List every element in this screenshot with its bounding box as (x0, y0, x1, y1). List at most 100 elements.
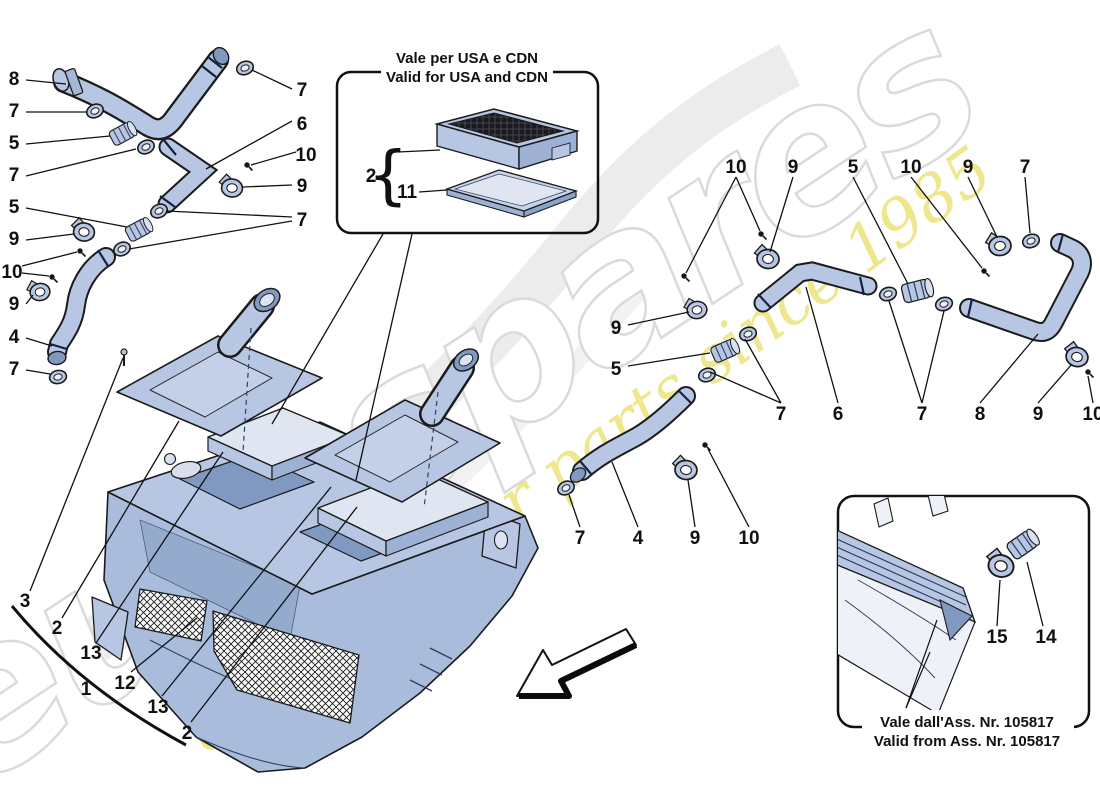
callout-9: 9 (690, 528, 701, 549)
callout-12: 12 (114, 673, 135, 694)
hose-8-right-icon (959, 233, 1092, 342)
callout-11: 11 (397, 182, 418, 203)
assembly-bracket (10, 605, 187, 747)
callout-8: 8 (975, 404, 986, 425)
callout-13: 13 (80, 643, 101, 664)
mesh-screen-main (212, 610, 360, 724)
callout-7: 7 (776, 404, 787, 425)
callout-9: 9 (297, 176, 308, 197)
callout-10: 10 (1082, 404, 1100, 425)
intake-snout-right (421, 357, 473, 425)
inset-assembly-drawing (838, 496, 977, 715)
inset-title-backing (381, 46, 553, 88)
callout-7: 7 (9, 165, 20, 186)
pin-icon (1084, 368, 1095, 379)
hose-4-middle-icon (569, 386, 696, 483)
mesh-screen-left (134, 588, 208, 642)
callout-6: 6 (833, 404, 844, 425)
callout-7: 7 (1020, 157, 1031, 178)
assembly-axis-right (423, 391, 439, 509)
screw-icon (120, 348, 128, 366)
callout-7: 7 (9, 101, 20, 122)
air-cleaner-cover-right (304, 348, 501, 509)
assembly-axis-left (242, 327, 252, 453)
callout-15: 15 (986, 627, 1008, 648)
clamp-icon (1060, 339, 1092, 370)
usa-filter-panel (444, 169, 579, 218)
pin-icon (701, 441, 712, 452)
intake-snout-left (219, 295, 273, 356)
callout-5: 5 (9, 133, 20, 154)
callout-9: 9 (9, 229, 20, 250)
sleeve-icon (123, 215, 156, 244)
inset-usa-leaders (397, 149, 448, 193)
usa-filter-housing (434, 108, 580, 170)
callout-2: 2 (52, 618, 63, 639)
pin-icon (48, 273, 59, 284)
clamp-icon (670, 453, 700, 482)
callout-10: 10 (295, 145, 316, 166)
callout-9: 9 (611, 318, 622, 339)
inset-assembly-leaders (996, 561, 1044, 627)
hose-ring-icon (233, 58, 257, 78)
callout-2: 2 (366, 166, 377, 187)
callout-5: 5 (848, 157, 859, 178)
main-airbox-assembly (91, 287, 539, 773)
housing-left-flap (91, 596, 129, 661)
callout-10: 10 (900, 157, 921, 178)
hose-ring-icon (47, 368, 69, 386)
clamp-8-icon (64, 67, 84, 97)
hose-ring-icon (877, 284, 899, 304)
air-filter-right (317, 469, 489, 557)
airbox-lower-housing (91, 491, 539, 773)
inset-usa-title-it: Vale per USA e CDN (396, 50, 538, 67)
callout-9: 9 (788, 157, 799, 178)
hose-4-left-icon (47, 247, 116, 366)
callout-7: 7 (575, 528, 586, 549)
pin-icon (980, 267, 991, 278)
callout-10: 10 (1, 262, 22, 283)
callout-10: 10 (725, 157, 746, 178)
inset-note-backing (862, 710, 1074, 748)
hose-ring-icon (933, 294, 955, 314)
air-cleaner-cover-left (116, 287, 323, 453)
callout-10: 10 (738, 528, 759, 549)
callout-labels: 8 7 5 7 5 9 10 9 4 7 7 6 10 9 7 10 9 5 1… (1, 69, 1100, 744)
callout-2: 2 (182, 723, 193, 744)
callout-9: 9 (963, 157, 974, 178)
sleeve-icon (899, 276, 936, 305)
hose-ring-icon (134, 136, 158, 158)
loose-parts-right-cluster (554, 230, 1095, 499)
pin-icon (76, 247, 87, 258)
pin-icon (243, 161, 254, 172)
callout-6: 6 (297, 114, 308, 135)
clamp-icon (217, 172, 245, 199)
callout-7: 7 (9, 359, 20, 380)
hose-8-left-icon (52, 46, 230, 141)
callout-1: 1 (81, 679, 92, 700)
callout-8: 8 (9, 69, 20, 90)
inset-assembly-box: 15 14 Vale dall'Ass. Nr. 105817 Valid fr… (836, 494, 1091, 750)
inset-assembly-note-it: Vale dall'Ass. Nr. 105817 (880, 714, 1054, 731)
callout-5: 5 (611, 359, 622, 380)
callout-7: 7 (297, 80, 308, 101)
callout-5: 5 (9, 197, 20, 218)
direction-arrow (516, 628, 638, 699)
callout-13: 13 (147, 697, 168, 718)
clamp-icon (983, 230, 1013, 258)
hose-6-left-icon (157, 137, 219, 214)
inset-usa-title-en: Valid for USA and CDN (386, 69, 548, 86)
inset-usa-box: Vale per USA e CDN Valid for USA and CDN… (335, 46, 600, 235)
callout-9: 9 (1033, 404, 1044, 425)
loose-parts-left-cluster (24, 46, 257, 386)
hose-6-right-icon (753, 261, 878, 313)
callout-7: 7 (297, 210, 308, 231)
hose-ring-icon (1019, 231, 1043, 251)
callout-14: 14 (1035, 627, 1057, 648)
callout-7: 7 (917, 404, 928, 425)
callout-3: 3 (20, 591, 31, 612)
leader-lines (21, 69, 1094, 723)
inset-assembly-note-en: Valid from Ass. Nr. 105817 (874, 733, 1060, 750)
